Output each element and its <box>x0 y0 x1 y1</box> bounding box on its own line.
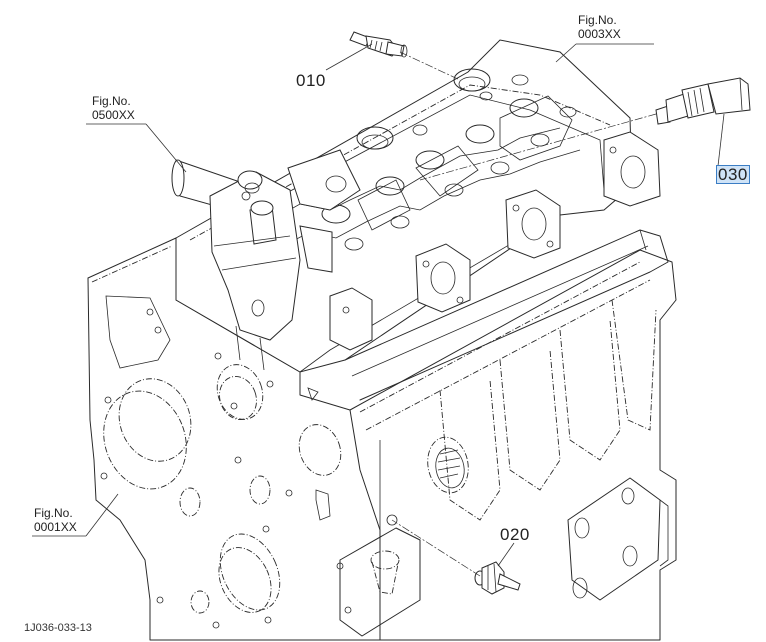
leader-lines <box>32 43 725 577</box>
fig-ref-0001xx[interactable]: Fig.No. 0001XX <box>34 507 77 534</box>
part-010-sensor <box>349 31 408 58</box>
manifold-tube <box>344 229 669 401</box>
fig-number: 0500XX <box>92 108 135 122</box>
part-020-sender <box>474 561 521 595</box>
part-030-switch <box>655 77 751 125</box>
fig-caption: Fig.No. <box>34 506 73 520</box>
thermostat-housing <box>171 149 361 371</box>
fig-caption: Fig.No. <box>578 13 617 27</box>
crankcase <box>339 249 677 641</box>
callout-020[interactable]: 020 <box>500 525 530 544</box>
fig-caption: Fig.No. <box>92 94 131 108</box>
fig-ref-0500xx[interactable]: Fig.No. 0500XX <box>92 95 135 122</box>
callout-030[interactable]: 030 <box>716 165 750 184</box>
fig-number: 0001XX <box>34 520 77 534</box>
fig-ref-0003xx[interactable]: Fig.No. 0003XX <box>578 14 621 41</box>
callout-010[interactable]: 010 <box>296 71 326 90</box>
drawing-number: 1J036-033-13 <box>24 622 92 634</box>
fig-number: 0003XX <box>578 27 621 41</box>
